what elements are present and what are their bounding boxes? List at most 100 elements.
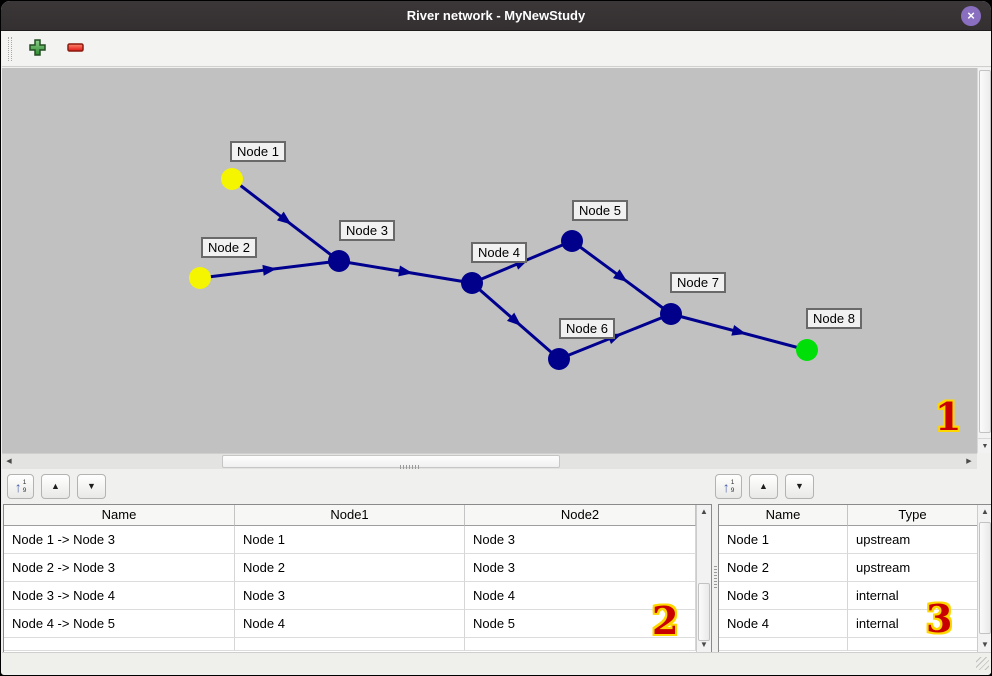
node-label[interactable]: Node 3 <box>339 220 395 241</box>
node-label[interactable]: Node 2 <box>201 237 257 258</box>
table-cell[interactable]: Node 2 -> Node 3 <box>4 554 235 582</box>
table-cell[interactable] <box>848 638 978 651</box>
river-node[interactable] <box>221 168 243 190</box>
table-cell[interactable]: Node 4 -> Node 5 <box>4 610 235 638</box>
add-button[interactable] <box>24 36 50 62</box>
reaches-move-up-button[interactable]: ▲ <box>41 474 70 499</box>
canvas-vertical-scrollbar[interactable]: ▼ <box>977 68 991 453</box>
scroll-thumb[interactable] <box>698 583 710 641</box>
table-cell[interactable]: Node 4 <box>719 610 848 638</box>
table-cell[interactable]: Node 3 <box>235 582 465 610</box>
table-cell[interactable]: Node 1 <box>719 526 848 554</box>
table-cell[interactable] <box>4 638 235 651</box>
node-label[interactable]: Node 8 <box>806 308 862 329</box>
table-cell[interactable]: Node 3 <box>719 582 848 610</box>
titlebar[interactable]: River network - MyNewStudy × <box>1 1 991 31</box>
column-header[interactable]: Type <box>848 505 978 526</box>
canvas-scroll-down-button[interactable]: ▼ <box>978 438 991 453</box>
table-cell[interactable]: Node 2 <box>235 554 465 582</box>
nodes-move-up-button[interactable]: ▲ <box>749 474 778 499</box>
table-cell[interactable]: Node 2 <box>719 554 848 582</box>
scroll-down-button[interactable]: ▼ <box>978 638 991 652</box>
river-node[interactable] <box>461 272 483 294</box>
network-canvas[interactable]: Node 1 Node 2 Node 3 Node 4 Node 5 Node 6 Node… <box>2 68 977 453</box>
triangle-up-icon: ▲ <box>759 481 768 491</box>
remove-button[interactable] <box>62 36 88 62</box>
chevron-left-icon: ◀ <box>6 458 12 465</box>
river-node[interactable] <box>328 250 350 272</box>
canvas-scroll-right-button[interactable]: ▶ <box>962 454 976 469</box>
river-node[interactable] <box>548 348 570 370</box>
node-label[interactable]: Node 1 <box>230 141 286 162</box>
river-node[interactable] <box>561 230 583 252</box>
river-node[interactable] <box>189 267 211 289</box>
triangle-down-icon: ▼ <box>700 640 708 649</box>
nodes-move-down-button[interactable]: ▼ <box>785 474 814 499</box>
column-header[interactable]: Name <box>719 505 848 526</box>
scroll-down-button[interactable]: ▼ <box>697 638 711 652</box>
table-cell[interactable]: Node 3 <box>465 526 696 554</box>
node-label[interactable]: Node 6 <box>559 318 615 339</box>
nodes-table-scrollbar[interactable]: ▲ ▼ <box>977 505 991 652</box>
triangle-up-icon: ▲ <box>981 507 989 516</box>
node-label[interactable]: Node 7 <box>670 272 726 293</box>
node-label[interactable]: Node 4 <box>471 242 527 263</box>
canvas-hscroll-thumb[interactable] <box>222 455 560 468</box>
node-label[interactable]: Node 5 <box>572 200 628 221</box>
table-cell[interactable] <box>465 638 696 651</box>
canvas-vscroll-thumb[interactable] <box>979 70 991 433</box>
column-header[interactable]: Node2 <box>465 505 696 526</box>
table-cell[interactable]: upstream <box>848 526 978 554</box>
table-cell[interactable]: Node 3 <box>465 554 696 582</box>
table-cell[interactable]: internal <box>848 582 978 610</box>
resize-grip-icon[interactable] <box>976 657 989 670</box>
table-cell[interactable]: internal <box>848 610 978 638</box>
table-cell[interactable]: Node 3 -> Node 4 <box>4 582 235 610</box>
scroll-up-button[interactable]: ▲ <box>697 505 711 519</box>
scroll-thumb[interactable] <box>979 522 991 634</box>
table-cell[interactable]: Node 1 <box>235 526 465 554</box>
table-splitter[interactable] <box>712 504 718 653</box>
river-node[interactable] <box>796 339 818 361</box>
scroll-up-button[interactable]: ▲ <box>978 505 991 519</box>
table-row[interactable] <box>4 638 711 651</box>
table-cell[interactable]: Node 1 -> Node 3 <box>4 526 235 554</box>
table-cell[interactable] <box>719 638 848 651</box>
splitter-grip-icon <box>714 566 717 588</box>
table-cell[interactable]: Node 5 <box>465 610 696 638</box>
column-header[interactable]: Node1 <box>235 505 465 526</box>
table-cell[interactable]: Node 4 <box>235 610 465 638</box>
table-row[interactable] <box>719 638 991 651</box>
toolbar-drag-handle[interactable] <box>8 36 12 61</box>
reaches-move-down-button[interactable]: ▼ <box>77 474 106 499</box>
reaches-table-scrollbar[interactable]: ▲ ▼ <box>696 505 711 652</box>
table-cell[interactable]: upstream <box>848 554 978 582</box>
table-cell[interactable] <box>235 638 465 651</box>
close-button[interactable]: × <box>961 6 981 26</box>
canvas-horizontal-scrollbar[interactable]: ◀ ▶ <box>2 453 977 469</box>
triangle-down-icon: ▼ <box>981 640 989 649</box>
column-header[interactable]: Name <box>4 505 235 526</box>
flow-direction-arrow-icon <box>276 211 292 225</box>
table-cell[interactable]: Node 4 <box>465 582 696 610</box>
canvas-scroll-left-button[interactable]: ◀ <box>2 454 16 469</box>
river-node[interactable] <box>660 303 682 325</box>
main-toolbar <box>2 31 991 67</box>
pane-splitter-handle[interactable] <box>400 465 420 469</box>
